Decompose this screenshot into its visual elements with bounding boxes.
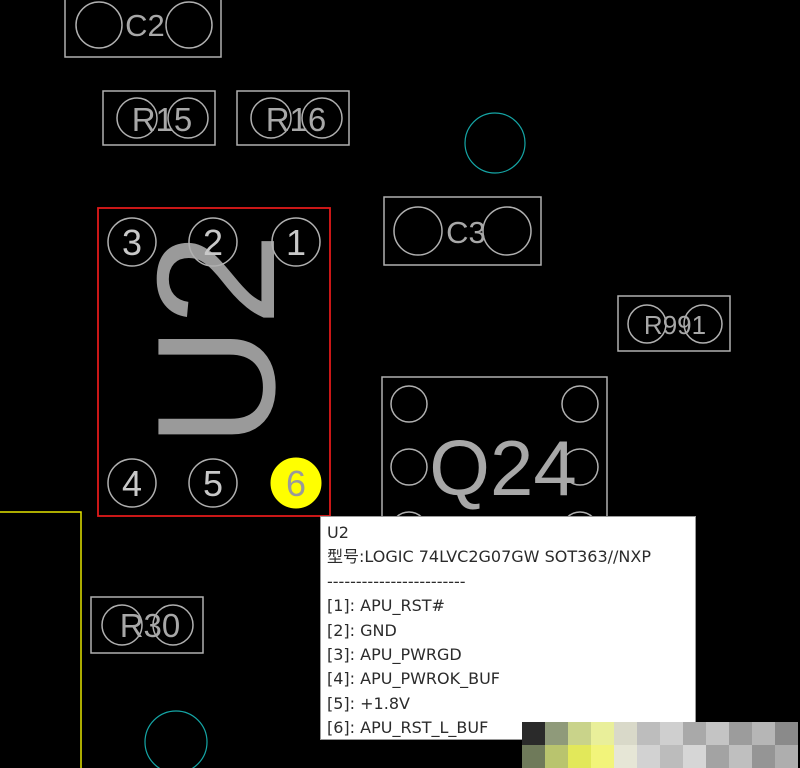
u2-pin-4[interactable]: 4 (107, 458, 157, 508)
tooltip-separator: ------------------------ (327, 571, 466, 591)
u2-pin-3[interactable]: 3 (107, 217, 157, 267)
tooltip-pin-1: [1]: APU_RST# (327, 596, 445, 616)
u2-pin-1[interactable]: 1 (271, 217, 321, 267)
pin-label: 5 (203, 463, 223, 504)
r15-label: R15 (132, 101, 193, 138)
pin-label: 1 (286, 222, 306, 263)
component-q24[interactable]: Q24 (381, 376, 608, 549)
c2-label: C2 (125, 8, 165, 43)
component-r15[interactable]: R15 (102, 90, 216, 146)
c3-label: C3 (446, 215, 486, 250)
pin-label: 6 (286, 463, 306, 504)
component-c2[interactable]: C2 (64, 0, 222, 58)
r991-label: R991 (644, 310, 706, 340)
pin-label: 2 (203, 222, 223, 263)
r30-label: R30 (120, 607, 181, 644)
tooltip-pin-6: [6]: APU_RST_L_BUF (327, 718, 489, 738)
r16-label: R16 (266, 101, 327, 138)
u2-label: U2 (122, 233, 310, 448)
component-r30[interactable]: R30 (90, 596, 204, 654)
component-r16[interactable]: R16 (236, 90, 350, 146)
tooltip-pin-4: [4]: APU_PWROK_BUF (327, 669, 501, 689)
component-r991[interactable]: R991 (617, 295, 731, 352)
u2-pin-6-highlighted[interactable]: 6 (270, 457, 322, 509)
u2-pin-2[interactable]: 2 (188, 217, 238, 267)
component-u2[interactable]: U2 1 2 3 4 5 6 (97, 207, 331, 517)
pixelated-watermark (522, 722, 800, 768)
u2-pin-5[interactable]: 5 (188, 458, 238, 508)
tooltip-pin-5: [5]: +1.8V (327, 693, 410, 713)
tooltip-pin-3: [3]: APU_PWRGD (327, 644, 462, 664)
pin-label: 4 (122, 463, 142, 504)
tooltip-pin-2: [2]: GND (327, 620, 397, 640)
component-c3[interactable]: C3 (383, 196, 542, 266)
board-edge (0, 511, 82, 768)
component-tooltip: U2 型号:LOGIC 74LVC2G07GW SOT363//NXP ----… (320, 516, 696, 740)
via-bottom-left (144, 710, 208, 768)
q24-label: Q24 (429, 424, 576, 512)
tooltip-model: 型号:LOGIC 74LVC2G07GW SOT363//NXP (327, 547, 652, 567)
via-top-right (464, 112, 526, 174)
tooltip-title: U2 (327, 523, 349, 542)
pin-label: 3 (122, 222, 142, 263)
